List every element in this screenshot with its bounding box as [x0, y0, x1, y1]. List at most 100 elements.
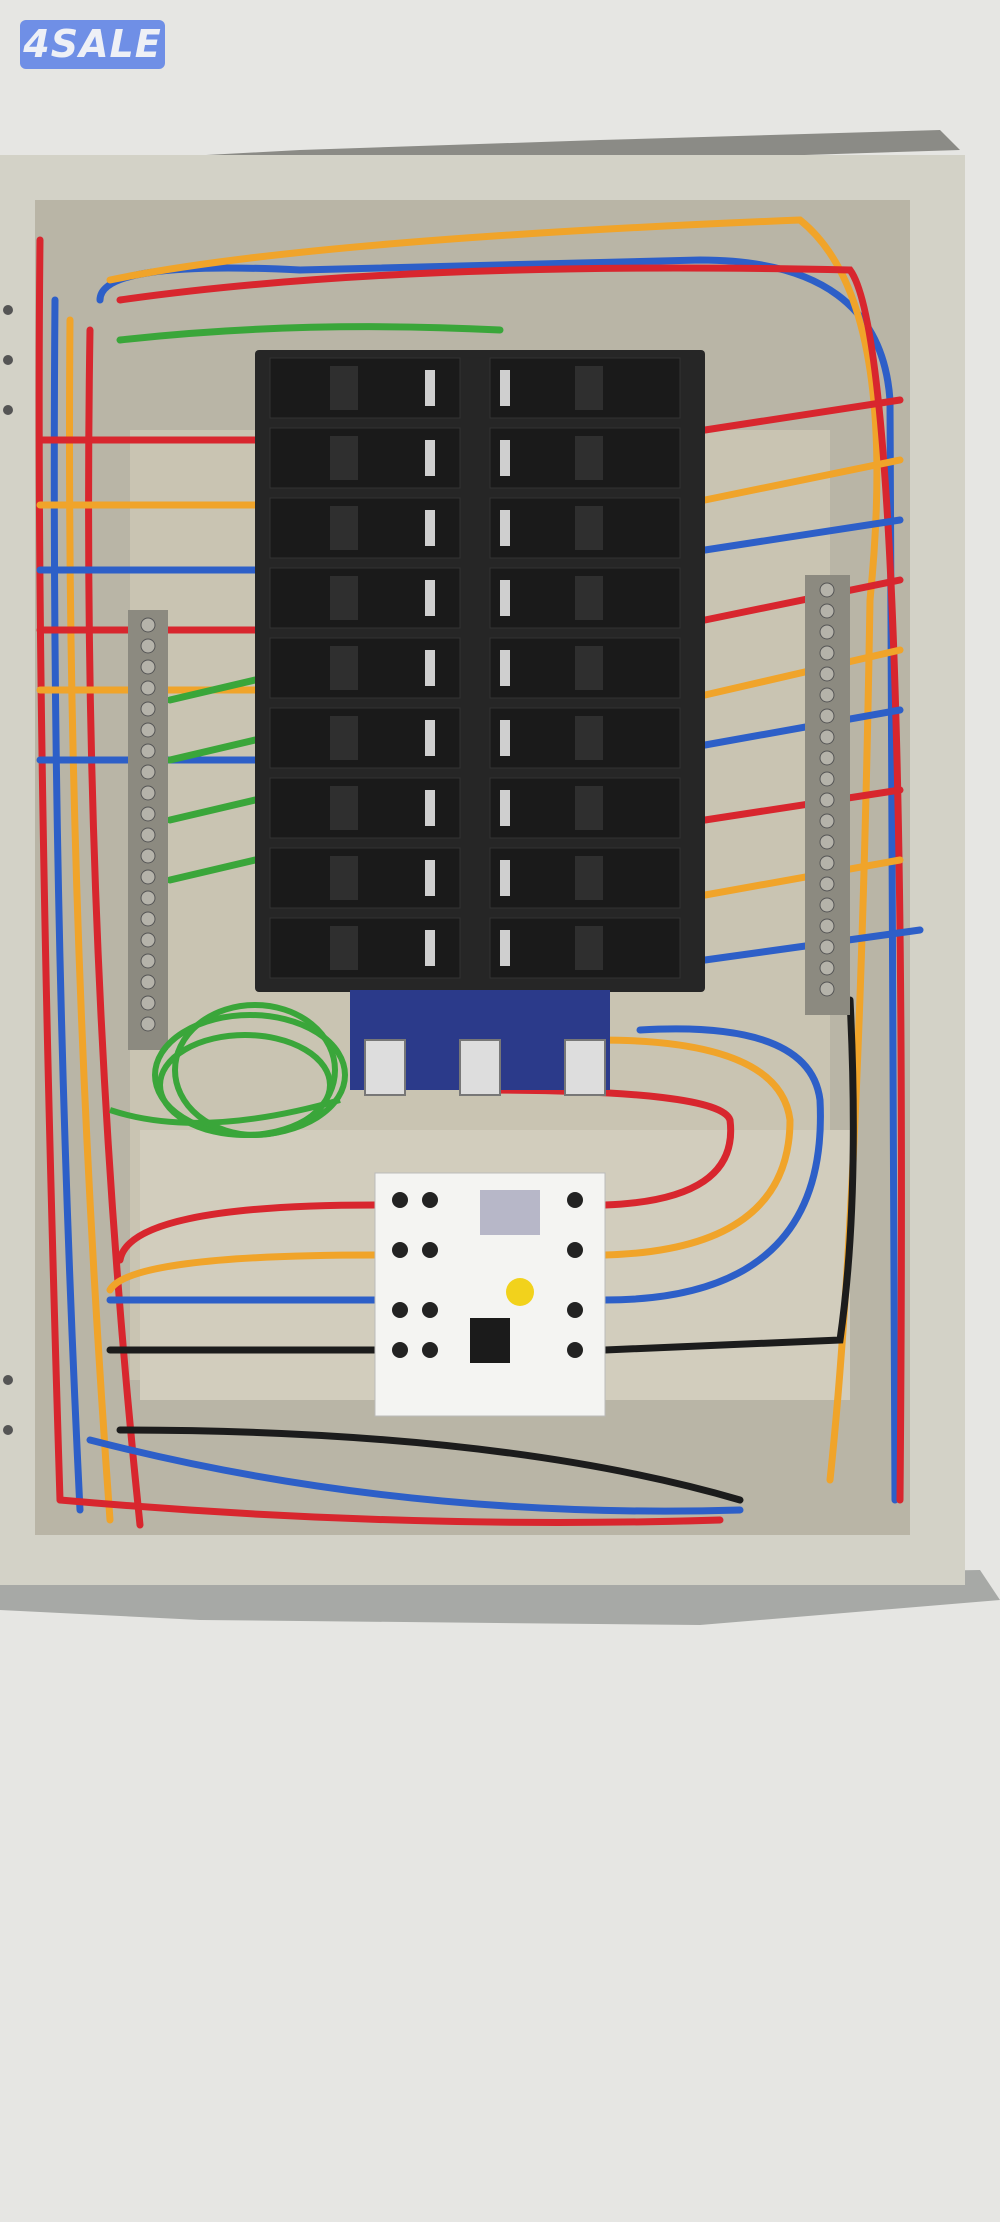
breaker-label [425, 370, 435, 406]
circuit-breaker [489, 497, 681, 559]
breaker-label [425, 650, 435, 686]
wire [166, 796, 259, 824]
wire [601, 996, 857, 1354]
circuit-breaker [489, 707, 681, 769]
terminal-screw [140, 848, 156, 864]
circuit-breaker [269, 847, 461, 909]
terminal-screw [819, 834, 835, 850]
circuit-breaker [489, 777, 681, 839]
terminal-screw [819, 792, 835, 808]
wire [701, 396, 904, 434]
terminal-screw [819, 939, 835, 955]
breaker-label [500, 930, 510, 966]
breaker-toggle [330, 716, 358, 760]
circuit-breaker [269, 567, 461, 629]
wire [601, 1025, 824, 1304]
wire [116, 1426, 744, 1504]
breaker-toggle [330, 366, 358, 410]
breaker-toggle [575, 646, 603, 690]
circuit-breaker [489, 917, 681, 979]
breaker-toggle [330, 786, 358, 830]
breaker-toggle [330, 576, 358, 620]
wire [116, 1201, 379, 1264]
terminal-screw [819, 603, 835, 619]
wire [66, 316, 114, 1524]
breaker-label [425, 930, 435, 966]
breaker-label [500, 720, 510, 756]
wire [701, 646, 904, 699]
terminal-screw [819, 876, 835, 892]
terminal-screw [819, 771, 835, 787]
breaker-label [425, 720, 435, 756]
terminal-screw [819, 960, 835, 976]
terminal-screw [819, 981, 835, 997]
breaker-label [425, 790, 435, 826]
breaker-label [425, 440, 435, 476]
terminal-screw [140, 974, 156, 990]
circuit-breaker [489, 357, 681, 419]
terminal-screw [819, 918, 835, 934]
breaker-label [500, 580, 510, 616]
breaker-toggle [330, 856, 358, 900]
terminal-screw [819, 729, 835, 745]
breaker-toggle [575, 366, 603, 410]
breaker-label [500, 370, 510, 406]
breaker-label [500, 650, 510, 686]
breaker-toggle [575, 716, 603, 760]
4sale-logo: 4SALE [20, 20, 165, 69]
circuit-breaker [269, 427, 461, 489]
terminal-screw [140, 722, 156, 738]
breaker-label [425, 580, 435, 616]
terminal-screw [819, 750, 835, 766]
wire [166, 676, 259, 704]
breaker-label [500, 440, 510, 476]
wire [166, 736, 259, 764]
terminal-screw [819, 666, 835, 682]
wire [701, 856, 904, 899]
wire [166, 856, 259, 884]
circuit-breaker [269, 707, 461, 769]
wire [701, 516, 904, 554]
breaker-toggle [575, 436, 603, 480]
terminal-screw [140, 764, 156, 780]
terminal-screw [819, 687, 835, 703]
terminal-screw [140, 869, 156, 885]
circuit-breaker [489, 427, 681, 489]
wire [35, 236, 64, 1504]
breaker-label [500, 510, 510, 546]
breaker-toggle [330, 436, 358, 480]
terminal-screw [140, 743, 156, 759]
breaker-toggle [575, 926, 603, 970]
terminal-screw [819, 813, 835, 829]
breaker-toggle [575, 506, 603, 550]
wire [701, 576, 904, 624]
terminal-screw [819, 582, 835, 598]
earth-wire-coil [109, 1002, 348, 1138]
terminal-screw [140, 806, 156, 822]
circuit-breaker [269, 777, 461, 839]
rcd-device [374, 1172, 606, 1417]
terminal-screw [819, 855, 835, 871]
circuit-breaker [269, 497, 461, 559]
terminal-screw [140, 995, 156, 1011]
breaker-toggle [575, 576, 603, 620]
breaker-label [500, 790, 510, 826]
terminal-screw [140, 701, 156, 717]
terminal-screw [140, 932, 156, 948]
terminal-screw [140, 953, 156, 969]
wire [116, 323, 504, 344]
breaker-label [425, 510, 435, 546]
circuit-breaker [489, 567, 681, 629]
terminal-screw [140, 785, 156, 801]
circuit-breaker [269, 637, 461, 699]
breaker-label [425, 860, 435, 896]
wire [596, 1036, 794, 1259]
breaker-toggle [330, 926, 358, 970]
terminal-screw [819, 624, 835, 640]
terminal-screw [140, 638, 156, 654]
wire [56, 1496, 724, 1526]
terminal-screw [140, 617, 156, 633]
circuit-breaker [489, 847, 681, 909]
breaker-toggle [330, 506, 358, 550]
